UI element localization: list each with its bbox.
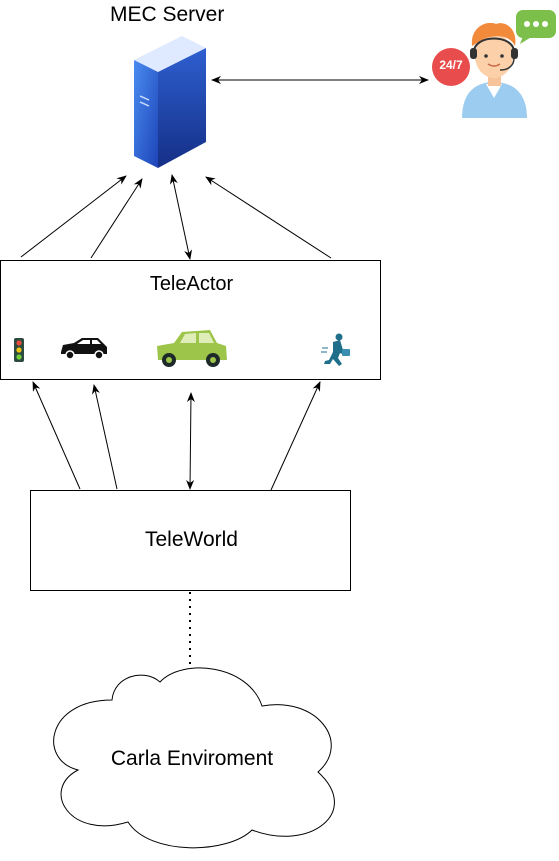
world-to-actor-arrow-4: [270, 381, 321, 491]
black-car-icon: [61, 338, 107, 360]
world-to-actor-arrow-1: [32, 381, 81, 490]
badge-24-7: [432, 48, 470, 86]
pedestrian-icon: [321, 333, 350, 366]
actor-to-server-arrow-4: [205, 176, 332, 259]
teleworld-box: TeleWorld: [30, 490, 351, 591]
teleworld-label: TeleWorld: [145, 528, 238, 551]
teleactor-label: TeleActor: [149, 273, 234, 295]
actor-server-bidirectional-arrow: [169, 174, 193, 260]
green-car-icon: [157, 330, 227, 367]
carla-environment-label: Carla Enviroment: [110, 747, 274, 770]
actor-to-server-arrow-1: [20, 175, 127, 258]
mec-server-label: MEC Server: [110, 3, 225, 26]
traffic-light-icon: [14, 338, 24, 362]
badge-24-7-text: 24/7: [439, 58, 463, 72]
actor-to-server-arrow-2: [90, 178, 143, 259]
carla-cloud-shape: [53, 667, 335, 849]
world-to-actor-arrow-2: [92, 384, 118, 490]
world-actor-bidirectional-arrow: [186, 392, 195, 490]
